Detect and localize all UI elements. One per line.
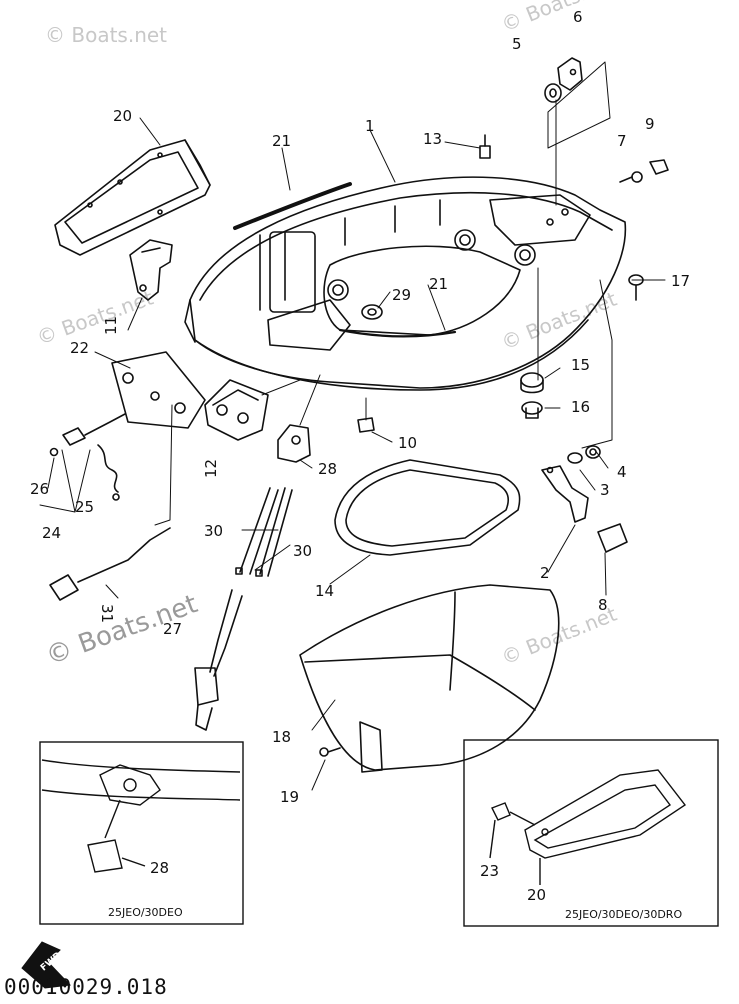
part-21-seal-strip bbox=[233, 182, 352, 230]
part-20-top-cover bbox=[54, 139, 211, 256]
part-16-collar bbox=[521, 401, 543, 419]
label-19: 19 bbox=[280, 788, 299, 806]
label-24: 24 bbox=[42, 524, 61, 542]
part-25-lanyard bbox=[97, 444, 120, 501]
label-14: 14 bbox=[315, 582, 334, 600]
label-leaders bbox=[39, 117, 666, 791]
label-2: 2 bbox=[540, 564, 550, 582]
part-24-switch bbox=[62, 413, 126, 446]
part-28-latch bbox=[277, 424, 311, 463]
label-11: 11 bbox=[102, 316, 120, 335]
leader-line bbox=[581, 279, 613, 449]
label-1: 1 bbox=[365, 117, 375, 135]
label-3: 3 bbox=[600, 481, 610, 499]
leader-line bbox=[299, 374, 321, 426]
part-7-screw bbox=[619, 171, 643, 183]
label-4: 4 bbox=[617, 463, 627, 481]
inset-left: 28 25JEO/30DEO bbox=[39, 741, 244, 925]
part-22-plate bbox=[111, 351, 206, 429]
watermark: © Boats.net bbox=[498, 0, 620, 37]
part-15-grommet bbox=[520, 372, 544, 394]
part-1-bottom-cowling bbox=[184, 176, 627, 391]
label-28b: 28 bbox=[150, 859, 169, 877]
label-22: 22 bbox=[70, 339, 89, 357]
label-20b: 20 bbox=[527, 886, 546, 904]
part-14-gasket bbox=[334, 459, 521, 556]
leader-line bbox=[261, 379, 301, 396]
label-30b: 30 bbox=[293, 542, 312, 560]
part-26-clip bbox=[49, 447, 59, 457]
part-12-switch bbox=[204, 379, 269, 441]
part-labels: 20 21 1 13 5 6 7 9 17 29 21 11 22 15 16 … bbox=[30, 8, 690, 806]
part-10-drain-plug bbox=[357, 397, 375, 433]
part-31-sensor bbox=[49, 527, 171, 601]
label-30a: 30 bbox=[204, 522, 223, 540]
part-21-inner-seal bbox=[338, 328, 457, 338]
inset-right-caption: 25JEO/30DEO/30DRO bbox=[565, 908, 682, 921]
label-26: 26 bbox=[30, 480, 49, 498]
watermark: © Boats.net bbox=[45, 23, 167, 47]
label-17: 17 bbox=[671, 272, 690, 290]
part-11-bracket bbox=[129, 239, 173, 301]
label-5: 5 bbox=[512, 35, 522, 53]
watermark-layer: © Boats.net © Boats.net © Boats.net © Bo… bbox=[34, 0, 621, 672]
label-15: 15 bbox=[571, 356, 590, 374]
part-18-lower-cover bbox=[299, 584, 560, 773]
label-9: 9 bbox=[645, 115, 655, 133]
part-19-screw bbox=[319, 747, 341, 757]
label-20: 20 bbox=[113, 107, 132, 125]
label-23: 23 bbox=[480, 862, 499, 880]
label-25: 25 bbox=[75, 498, 94, 516]
inset-right: 23 20 25JEO/30DEO/30DRO bbox=[463, 739, 719, 927]
label-28: 28 bbox=[318, 460, 337, 478]
part-5-nut bbox=[544, 83, 562, 103]
part-9-nut bbox=[649, 159, 669, 175]
label-18: 18 bbox=[272, 728, 291, 746]
part-2-lever bbox=[541, 465, 589, 523]
part-29-grommet bbox=[361, 304, 383, 320]
inset-left-caption: 25JEO/30DEO bbox=[108, 906, 183, 919]
label-10: 10 bbox=[398, 434, 417, 452]
label-27: 27 bbox=[163, 620, 182, 638]
part-8-grip bbox=[597, 523, 628, 553]
label-13: 13 bbox=[423, 130, 442, 148]
drawing-code: 00010029.018 bbox=[4, 975, 168, 999]
part-6-plate bbox=[557, 57, 583, 91]
part-13-bolt bbox=[479, 134, 491, 159]
watermark: © Boats.net bbox=[34, 285, 157, 349]
part-30-cable bbox=[235, 487, 293, 577]
label-31: 31 bbox=[98, 604, 116, 623]
label-12: 12 bbox=[202, 459, 220, 478]
part-3-washer bbox=[567, 452, 583, 464]
label-8: 8 bbox=[598, 596, 608, 614]
label-21b: 21 bbox=[429, 275, 448, 293]
part-6-leader-box bbox=[547, 61, 611, 149]
label-21: 21 bbox=[272, 132, 291, 150]
label-16: 16 bbox=[571, 398, 590, 416]
part-27-harness bbox=[194, 589, 243, 731]
label-6: 6 bbox=[573, 8, 583, 26]
label-7: 7 bbox=[617, 132, 627, 150]
leader-line bbox=[154, 404, 173, 526]
part-4-nut bbox=[585, 445, 601, 459]
part-17-bolt bbox=[628, 274, 644, 301]
label-29: 29 bbox=[392, 286, 411, 304]
